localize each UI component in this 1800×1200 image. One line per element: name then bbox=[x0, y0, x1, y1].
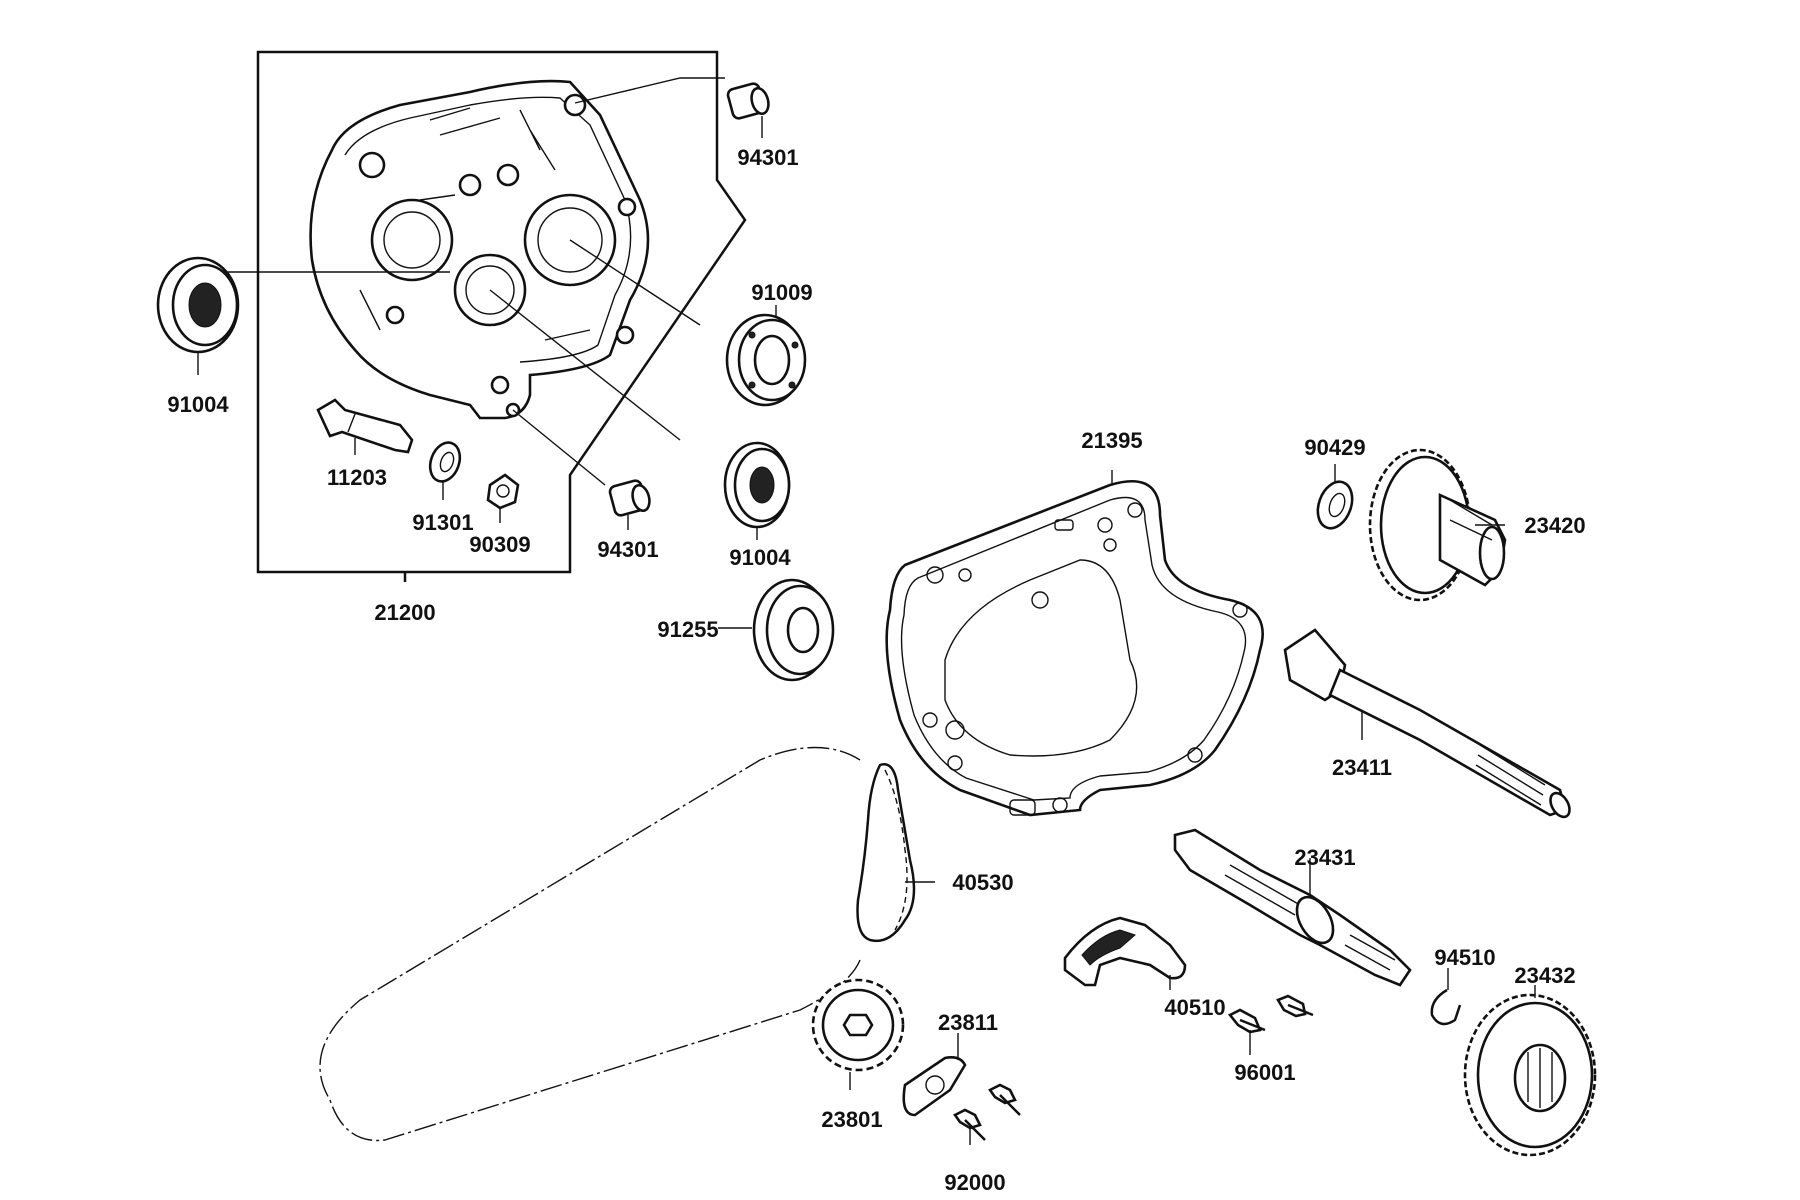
label-23811: 23811 bbox=[938, 1010, 998, 1035]
bolts-92000 bbox=[953, 1083, 1021, 1141]
label-11203: 11203 bbox=[327, 465, 387, 490]
plate-23811 bbox=[902, 1056, 967, 1117]
label-96001: 96001 bbox=[1234, 1060, 1295, 1085]
label-91004-right: 91004 bbox=[729, 545, 791, 570]
label-91009: 91009 bbox=[751, 280, 812, 305]
bearing-91004-left bbox=[156, 256, 240, 354]
case-assembly-bracket bbox=[256, 50, 747, 582]
label-94301-top: 94301 bbox=[737, 145, 798, 170]
washer-91301 bbox=[428, 441, 462, 483]
label-94301-lower: 94301 bbox=[597, 537, 658, 562]
label-92000: 92000 bbox=[944, 1170, 1005, 1195]
bearing-91009 bbox=[725, 313, 807, 407]
gear-23432 bbox=[1463, 993, 1597, 1157]
circlip-94510 bbox=[1430, 988, 1462, 1026]
bushing-94301-lower bbox=[608, 479, 651, 517]
sprocket-23801 bbox=[811, 978, 905, 1072]
gear-23420 bbox=[1368, 448, 1507, 602]
label-91301: 91301 bbox=[412, 510, 473, 535]
label-21395: 21395 bbox=[1081, 428, 1142, 453]
bushing-94301-top bbox=[726, 82, 770, 120]
label-94510: 94510 bbox=[1434, 945, 1495, 970]
chain-40530 bbox=[856, 763, 916, 943]
label-23420: 23420 bbox=[1524, 513, 1585, 538]
label-40510: 40510 bbox=[1164, 995, 1225, 1020]
label-40530: 40530 bbox=[952, 870, 1013, 895]
transmission-case bbox=[309, 79, 650, 420]
label-90429: 90429 bbox=[1304, 435, 1365, 460]
label-91255: 91255 bbox=[657, 617, 718, 642]
nut-90309 bbox=[486, 473, 520, 510]
label-23411: 23411 bbox=[1332, 755, 1392, 780]
part-labels: 21200 94301 91009 91004 11203 91301 9030… bbox=[167, 145, 1585, 1195]
misc-leaders bbox=[197, 116, 777, 629]
pin-11203 bbox=[316, 398, 414, 454]
label-21200: 21200 bbox=[374, 600, 435, 625]
shaft-23431 bbox=[1173, 828, 1412, 987]
label-23801: 23801 bbox=[821, 1107, 882, 1132]
label-23431: 23431 bbox=[1294, 845, 1355, 870]
shaft-23411 bbox=[1283, 628, 1571, 819]
washer-90429 bbox=[1316, 480, 1354, 530]
chain-loop bbox=[319, 746, 861, 1142]
chain-guide-40510 bbox=[1063, 916, 1187, 987]
label-23432: 23432 bbox=[1514, 963, 1575, 988]
gasket-21395 bbox=[885, 480, 1264, 817]
seal-91255 bbox=[752, 578, 835, 682]
label-91004-left: 91004 bbox=[167, 392, 229, 417]
bolts-96001 bbox=[1227, 994, 1314, 1034]
bearing-91004-right bbox=[723, 441, 791, 529]
label-90309: 90309 bbox=[469, 532, 530, 557]
